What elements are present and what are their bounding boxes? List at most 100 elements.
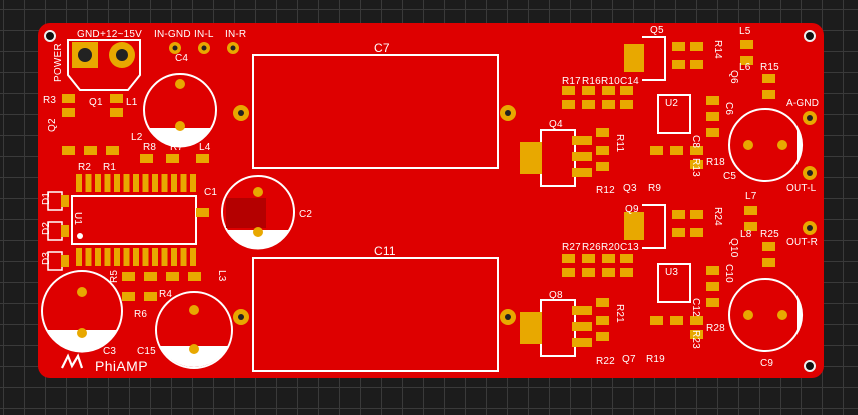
- ref-q7: Q7: [622, 354, 636, 365]
- ref-c6: C6: [723, 102, 734, 116]
- smd-pad: [762, 242, 775, 251]
- ref-d2: D2: [41, 221, 52, 235]
- smd-pad: [690, 146, 703, 155]
- smd-pad: [620, 100, 633, 109]
- smd-pad: [166, 272, 179, 281]
- capacitor-c9: [728, 278, 804, 352]
- label-power: POWER: [53, 43, 64, 82]
- u1-pin: [152, 174, 158, 192]
- ref-c8: C8: [690, 135, 701, 149]
- capacitor-c2: [221, 175, 295, 250]
- brand-logo-mark: [61, 353, 84, 369]
- ref-q10: Q10: [728, 238, 739, 258]
- u1-pin: [171, 248, 177, 266]
- smd-pad: [196, 154, 209, 163]
- ref-r16: R16: [582, 76, 601, 87]
- smd-pad: [562, 254, 575, 263]
- smd-pad: [562, 86, 575, 95]
- ref-d1: D1: [41, 191, 52, 205]
- ref-r27: R27: [562, 242, 581, 253]
- smd-pad: [582, 268, 595, 277]
- capacitor-c11: [233, 257, 516, 372]
- ref-q5: Q5: [650, 25, 664, 36]
- ref-l7: L7: [745, 191, 757, 202]
- u1-pin: [85, 174, 92, 192]
- smd-pad: [196, 208, 209, 217]
- ref-q2: Q2: [47, 118, 58, 132]
- capacitor-c15: [155, 291, 233, 369]
- ref-r11: R11: [614, 134, 625, 153]
- chip-u1-pins: [76, 174, 196, 266]
- ref-u1: U1: [72, 212, 83, 226]
- u1-pin: [123, 248, 130, 266]
- u1-pin: [114, 174, 120, 192]
- smd-pad: [106, 146, 119, 155]
- u1-pin: [133, 248, 139, 266]
- u1-pin: [142, 248, 149, 266]
- smd-pad: [672, 228, 685, 237]
- u1-pin: [161, 248, 168, 266]
- u1-pin: [133, 174, 139, 192]
- mounting-holes: [44, 30, 816, 372]
- smd-pad: [110, 108, 123, 117]
- ref-r1: R1: [103, 162, 117, 173]
- smd-pads: [62, 40, 775, 341]
- smd-pad: [188, 272, 201, 281]
- smd-pad: [144, 292, 157, 301]
- ref-q4: Q4: [549, 119, 563, 130]
- ref-q8: Q8: [549, 290, 563, 301]
- smd-pad: [602, 268, 615, 277]
- chip-u1: [71, 195, 197, 245]
- ref-l2: L2: [131, 132, 143, 143]
- smd-pad: [690, 330, 703, 339]
- ref-l8: L8: [740, 229, 752, 240]
- ref-r2: R2: [78, 162, 92, 173]
- smd-pad: [744, 206, 757, 215]
- u1-pin: [123, 174, 130, 192]
- ref-r14: R14: [712, 40, 723, 59]
- smd-pad: [140, 154, 153, 163]
- smd-pad: [762, 90, 775, 99]
- power-connector: [67, 39, 141, 91]
- ref-c2: C2: [299, 209, 313, 220]
- ref-r15: R15: [760, 62, 779, 73]
- smd-pad: [706, 298, 719, 307]
- smd-pad: [110, 94, 123, 103]
- transistor-q9: [624, 204, 666, 249]
- smd-pad: [582, 100, 595, 109]
- u1-pin: [180, 248, 187, 266]
- diodes: [47, 191, 69, 271]
- smd-pad: [706, 112, 719, 121]
- smd-pad: [690, 42, 703, 51]
- smd-pad: [562, 268, 575, 277]
- ref-r21: R21: [614, 304, 625, 323]
- smd-pad: [740, 40, 753, 49]
- ref-c4: C4: [175, 53, 189, 64]
- brand-name: PhiAMP: [95, 358, 148, 374]
- u1-pin: [171, 174, 177, 192]
- ref-r13: R13: [690, 158, 701, 177]
- capacitor-c4: [143, 73, 217, 148]
- ref-c15: C15: [137, 346, 156, 357]
- capacitor-c7: [233, 54, 516, 169]
- u1-pin: [152, 248, 158, 266]
- ref-c3: C3: [103, 346, 117, 357]
- smd-pad: [602, 254, 615, 263]
- label-gnd: GND: [77, 29, 100, 40]
- ref-r26: R26: [582, 242, 601, 253]
- capacitor-c5: [728, 108, 804, 182]
- smd-pad: [650, 316, 663, 325]
- smd-pad: [122, 292, 135, 301]
- label-in-l: IN-L: [194, 29, 214, 40]
- label-supply: +12~15V: [100, 29, 142, 40]
- smd-pad: [582, 254, 595, 263]
- ref-c5: C5: [723, 171, 737, 182]
- u1-pin: [190, 174, 196, 192]
- smd-pad: [690, 210, 703, 219]
- u1-pin: [190, 248, 196, 266]
- smd-pad: [562, 100, 575, 109]
- capacitor-c3: [41, 270, 123, 353]
- smd-pad: [122, 272, 135, 281]
- ref-q1: Q1: [89, 97, 103, 108]
- ref-q3: Q3: [623, 183, 637, 194]
